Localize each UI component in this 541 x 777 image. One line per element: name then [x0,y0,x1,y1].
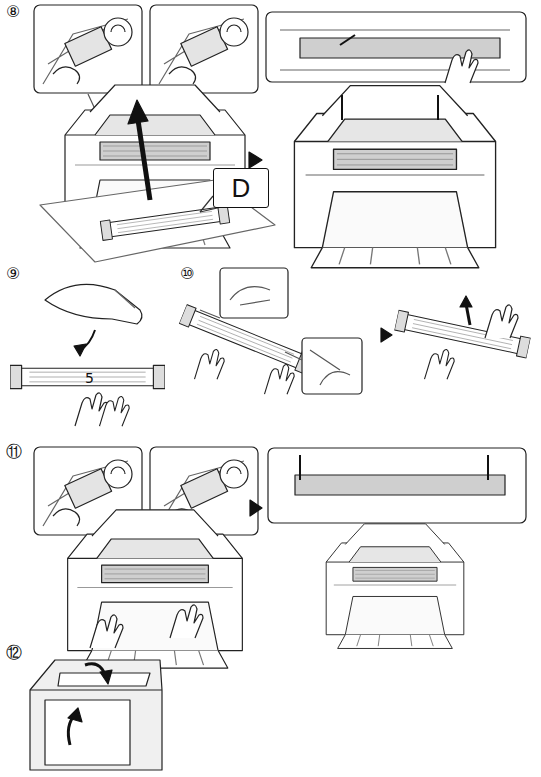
callout-box: D [213,168,269,208]
callout-letter: D [232,173,251,204]
step-number: ⑨ [6,266,20,282]
count-label: 5 [85,371,94,385]
step-number: ⑪ [6,444,22,460]
step-number: ⑩ [180,266,194,282]
step-number: ⑧ [6,4,20,20]
leader-line [200,196,213,212]
step-number: ⑫ [6,645,22,661]
